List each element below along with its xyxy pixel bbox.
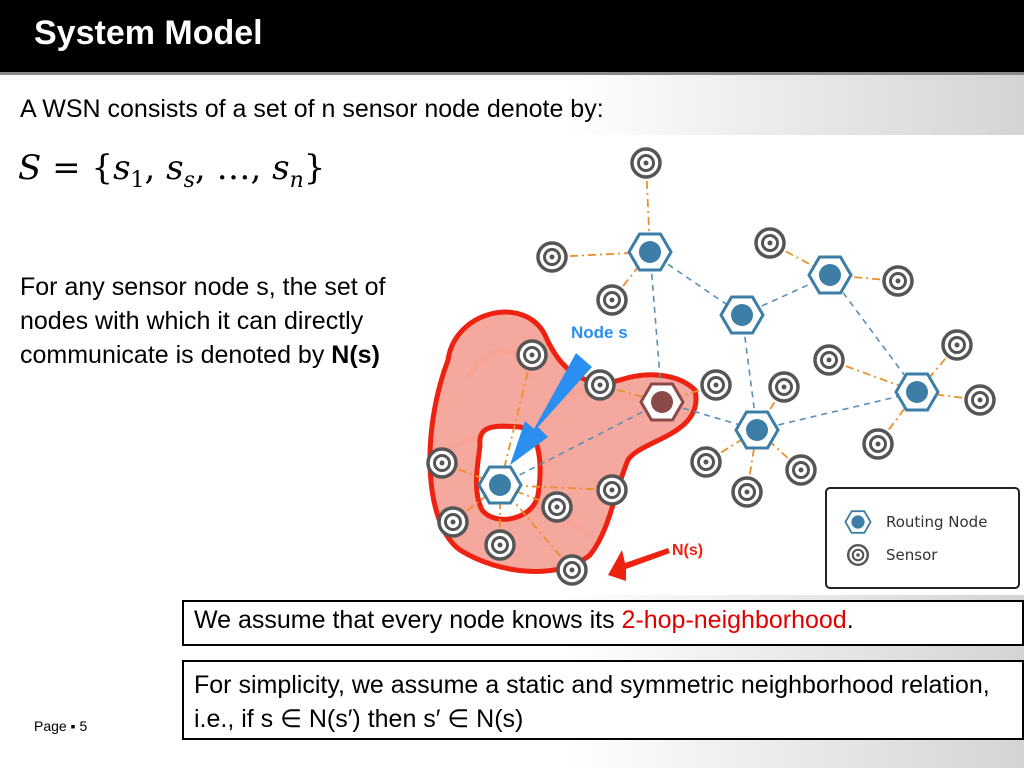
sensor-node — [516, 339, 548, 371]
neighbor-description: For any sensor node s, the set of nodes … — [20, 270, 390, 372]
sensor-legend-icon — [846, 543, 870, 567]
sensor-node — [882, 265, 914, 297]
simplicity-box: For simplicity, we assume a static and s… — [182, 660, 1024, 740]
sensor-node — [964, 384, 996, 416]
sensor-node — [941, 329, 973, 361]
neighborhood-label: N(s) — [672, 542, 703, 559]
sensor-node — [731, 476, 763, 508]
formula-close: } — [303, 148, 326, 188]
sensor-node — [541, 491, 573, 523]
sensor-node — [768, 371, 800, 403]
sensor-node — [596, 284, 628, 316]
sensor-node — [862, 428, 894, 460]
network-diagram: Node s N(s) Routing Node Sensor — [400, 135, 1024, 595]
node-s-label: Node s — [571, 323, 628, 342]
sensor-node — [426, 447, 458, 479]
legend-routing-label: Routing Node — [886, 513, 987, 531]
formula-comma-1: , — [144, 148, 167, 188]
formula-eq: = — [52, 148, 81, 188]
assumption-box: We assume that every node knows its 2-ho… — [182, 600, 1024, 646]
legend-sensor-label: Sensor — [886, 546, 938, 564]
routing-nodes — [477, 232, 940, 505]
page-number: Page ▪ 5 — [34, 718, 88, 734]
formula-sub-1: 1 — [130, 167, 145, 193]
node-s-arrow: Node s — [510, 319, 636, 465]
formula-lhs: S — [18, 148, 42, 188]
sensor-node — [484, 529, 516, 561]
formula-sn: s — [272, 148, 290, 188]
sensor-node — [813, 344, 845, 376]
formula-sub-s: s — [183, 167, 195, 193]
set-formula: S = {s1, ss, …, sn} — [18, 148, 325, 193]
title-bar: System Model — [0, 0, 1024, 75]
assumption-text: We assume that every node knows its — [194, 606, 622, 634]
sensor-node — [630, 147, 662, 179]
sensor-node — [536, 241, 568, 273]
assumption-end: . — [846, 606, 854, 634]
routing-legend-icon — [844, 510, 872, 534]
network-diagram-svg: Node s N(s) Routing Node Sensor — [426, 147, 1020, 589]
neighborhood-pointer: N(s) — [608, 542, 703, 581]
legend: Routing Node Sensor — [825, 487, 1020, 589]
neighborhood-highlight — [427, 309, 699, 574]
formula-sub-n: n — [289, 167, 304, 193]
routing-node-highlighted — [639, 382, 685, 422]
routing-node — [807, 255, 853, 295]
sensor-node — [700, 369, 732, 401]
assumption-highlight: 2-hop-neighborhood — [621, 606, 847, 634]
formula-comma-2: , …, — [194, 148, 273, 188]
sensor-node — [584, 369, 616, 401]
sensor-node — [785, 454, 817, 486]
slide-title: System Model — [34, 14, 263, 52]
formula-s1: s — [113, 148, 131, 188]
simplicity-text: For simplicity, we assume a static and s… — [194, 671, 990, 733]
routing-node — [894, 372, 940, 412]
formula-open: { — [91, 148, 114, 188]
slide-subtitle: A WSN consists of a set of n sensor node… — [20, 95, 604, 123]
routing-node-s — [477, 465, 523, 505]
routing-node — [719, 295, 765, 335]
sensor-node — [754, 227, 786, 259]
neighbor-term: N(s) — [331, 341, 380, 369]
sensor-node — [556, 554, 588, 586]
neighbor-text: For any sensor node s, the set of nodes … — [20, 273, 386, 369]
routing-node — [734, 410, 780, 450]
formula-ss: s — [166, 148, 184, 188]
routing-node — [627, 232, 673, 272]
sensor-node — [437, 506, 469, 538]
sensor-node — [596, 474, 628, 506]
sensor-node — [690, 446, 722, 478]
